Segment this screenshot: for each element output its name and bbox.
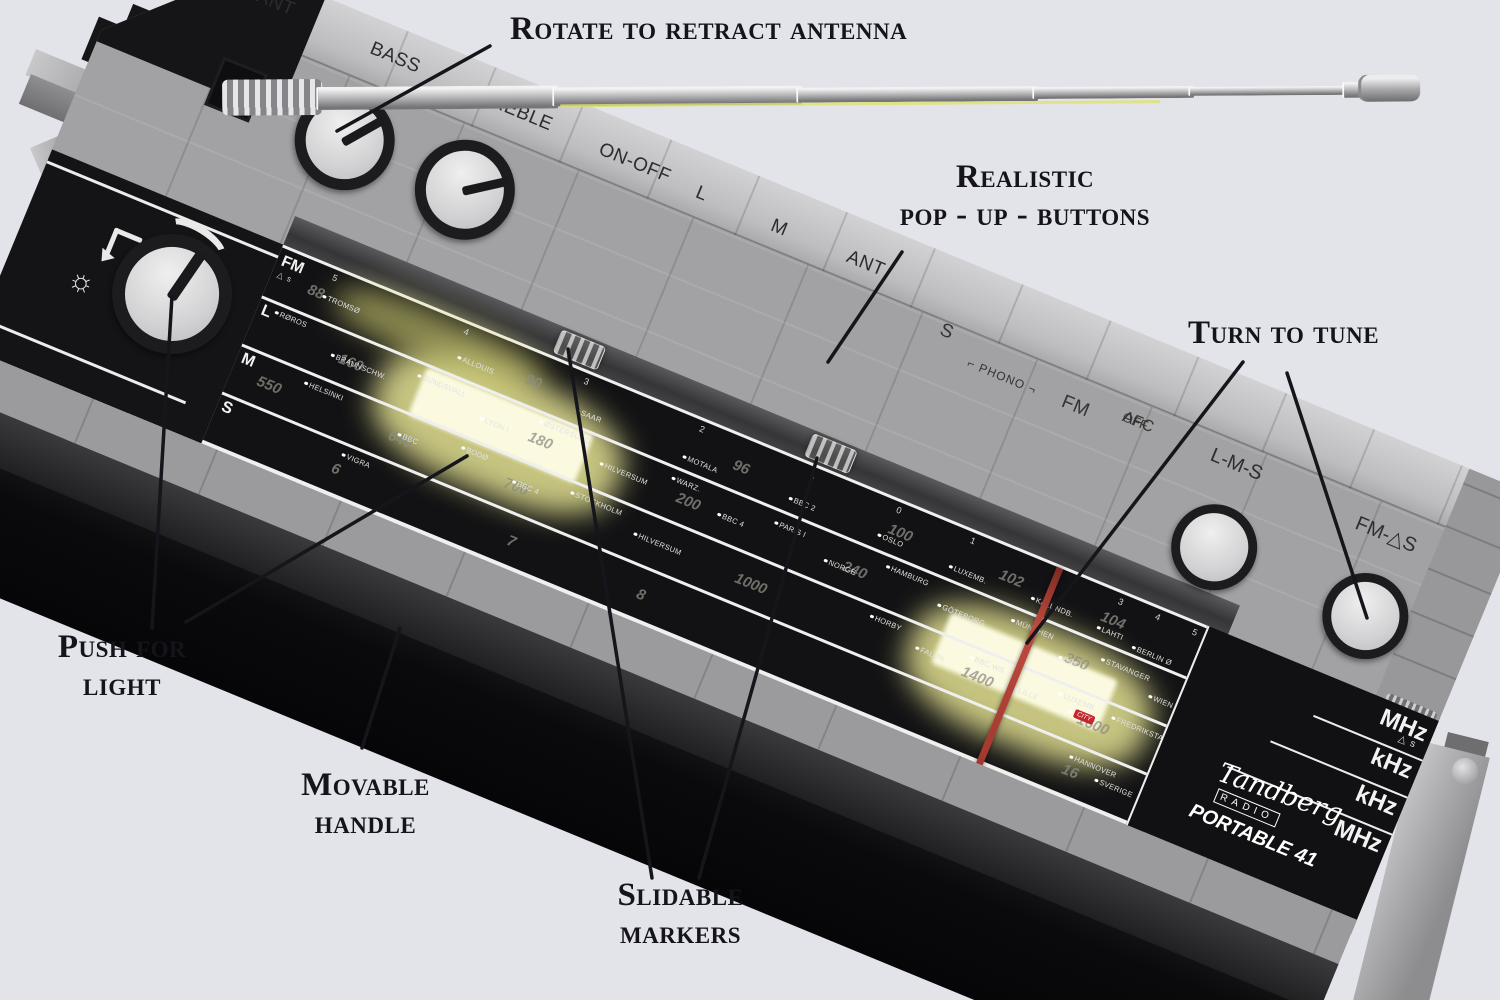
leader-turn-to-tune-1 bbox=[1025, 360, 1245, 645]
leader-popup-buttons bbox=[826, 250, 904, 364]
annotation-movable-handle: Movable handle bbox=[301, 767, 430, 841]
leader-slidable-2 bbox=[697, 456, 819, 880]
leader-push-light-2 bbox=[184, 454, 469, 624]
annotation-push-for-light: Push for light bbox=[57, 629, 187, 703]
annotation-turn-to-tune: Turn to tune bbox=[1188, 315, 1380, 351]
annotation-slidable-markers: Slidable markers bbox=[617, 877, 744, 951]
leader-push-light-1 bbox=[150, 294, 174, 630]
leader-slidable-1 bbox=[566, 347, 654, 880]
leader-movable-handle bbox=[360, 626, 402, 750]
leader-turn-to-tune-2 bbox=[1285, 371, 1369, 620]
annotation-popup-buttons: Realistic pop - up - buttons bbox=[899, 159, 1151, 233]
handle-arm-right-stud bbox=[1452, 758, 1478, 784]
annotation-rotate-antenna: Rotate to retract antenna bbox=[510, 11, 908, 47]
leader-rotate-antenna bbox=[335, 44, 492, 133]
